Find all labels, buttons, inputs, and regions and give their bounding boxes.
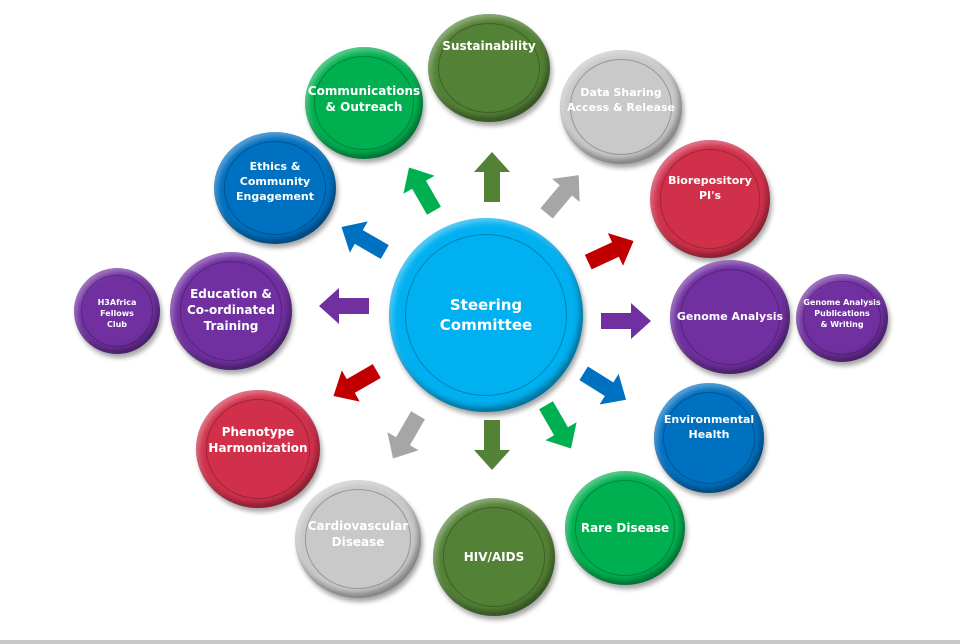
arrow-to-rare-disease (539, 401, 577, 449)
node-sustainability: Sustainability (428, 14, 550, 122)
node-label: H3Africa Fellows Club (97, 298, 137, 329)
arrow-to-phenotype (333, 364, 381, 402)
arrow-to-hiv-aids (474, 420, 510, 470)
node-label: Environmental Health (663, 413, 755, 441)
node-genome-analysis: Genome Analysis (670, 260, 790, 374)
arrow-to-biorepository (584, 233, 634, 270)
node-hiv-aids: HIV/AIDS (433, 498, 555, 616)
node-label: Ethics & Community Engagement (236, 160, 314, 203)
node-phenotype: Phenotype Harmonization (196, 390, 320, 508)
node-label: Cardiovascular Disease (307, 519, 409, 550)
node-label: Rare Disease (580, 520, 670, 535)
node-h3africa-fellows: H3Africa Fellows Club (74, 268, 160, 354)
node-education: Education & Co-ordinated Training (170, 252, 292, 370)
node-label: Biorepository PI's (668, 174, 752, 202)
arrow-to-ethics (341, 221, 389, 259)
center-label: Steering Committee (439, 295, 533, 334)
node-label: Sustainability (442, 39, 536, 53)
arrow-to-sustainability (474, 152, 510, 202)
node-label: Genome Analysis (676, 309, 784, 323)
bottom-divider (0, 640, 960, 644)
node-rare-disease: Rare Disease (565, 471, 685, 585)
center-node-steering-committee: Steering Committee (389, 218, 583, 412)
node-ethics: Ethics & Community Engagement (214, 132, 336, 244)
node-label: Education & Co-ordinated Training (186, 287, 275, 334)
arrow-to-genome-analysis (601, 303, 651, 339)
node-label: Phenotype Harmonization (208, 425, 308, 456)
node-label: Communications & Outreach (307, 84, 421, 115)
arrow-to-data-sharing (540, 175, 580, 219)
node-label: HIV/AIDS (463, 549, 525, 564)
arrow-to-communications (403, 167, 441, 215)
node-communications: Communications & Outreach (305, 47, 423, 159)
node-environmental: Environmental Health (654, 383, 764, 493)
node-label: Genome Analysis Publications & Writing (803, 298, 881, 329)
node-data-sharing: Data Sharing Access & Release (560, 50, 682, 164)
node-cardiovascular: Cardiovascular Disease (295, 480, 421, 598)
arrow-to-education (319, 288, 369, 324)
node-label: Data Sharing Access & Release (567, 86, 675, 114)
node-biorepository: Biorepository PI's (650, 140, 770, 258)
arrow-to-cardiovascular (387, 411, 425, 459)
node-genome-publications: Genome Analysis Publications & Writing (796, 274, 888, 362)
arrow-to-environmental (579, 366, 627, 405)
